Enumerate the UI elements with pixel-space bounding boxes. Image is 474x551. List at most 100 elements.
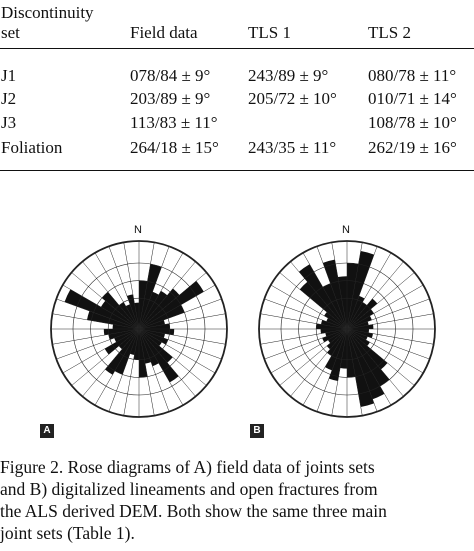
grid-spoke [123,328,140,416]
grid-spoke [94,252,140,330]
grid-spoke [138,284,216,330]
header-tls1: TLS 1 [248,23,291,42]
grid-spoke [138,261,196,330]
outer-circle [258,240,436,418]
rose-petal [322,283,347,329]
rose-petal [139,304,185,329]
grid-spoke [346,328,415,386]
grid-spoke [346,328,392,406]
grid-spoke [138,328,155,416]
north-label-a: N [134,224,142,236]
grid-spoke [82,328,140,397]
rose-petal [325,329,347,371]
panel-label-b: B [250,424,264,438]
rose-petal [100,300,139,329]
rose-petal [347,329,370,346]
grid-spoke [52,313,140,330]
grid-spoke [270,328,348,374]
rose-petal [347,298,378,329]
header-rule [0,48,474,49]
grid-spoke [331,242,348,330]
grid-spoke [346,328,424,374]
rose-petal [139,290,168,329]
grid-spoke [138,242,155,330]
row-tls2: 108/78 ± 10° [368,113,457,132]
grid-spoke [71,272,140,330]
rose-petal [347,251,375,329]
grid-spoke [346,298,430,330]
bottom-rule [0,170,474,171]
rose-petal [347,329,388,370]
grid-spoke [138,328,196,397]
rose-petal [347,295,365,329]
grid-spoke [331,328,348,416]
grid-spoke [56,298,140,330]
row-set: J1 [1,66,17,85]
grid-spoke [123,242,140,330]
rose-petal [347,329,385,400]
row-tls1: 243/89 ± 9° [248,66,329,85]
grid-spoke [138,272,207,330]
rose-petal [64,289,139,329]
row-field: 203/89 ± 9° [130,89,211,108]
row-tls1: 243/35 ± 11° [248,138,337,157]
row-set: J2 [1,89,17,108]
rose-petal [139,329,168,345]
caption-line: the ALS derived DEM. Both show the same … [0,501,387,521]
header-discontinuity: Discontinuity [1,3,94,22]
rose-petal [118,329,139,350]
rose-petal [139,329,173,363]
grid-spoke [82,261,140,330]
north-label-b: N [342,224,350,236]
grid-spoke [346,328,404,397]
rose-petal [119,302,139,329]
grid-spoke [316,328,348,412]
grid-spoke [138,298,222,330]
rose-petal [322,259,347,329]
rose-petal [139,288,180,329]
rose-petal [139,280,204,329]
grid-spoke [56,328,140,360]
grid-spoke [279,328,348,386]
rose-diagram-figure: N N A B [36,224,436,442]
rose-petal [105,329,139,375]
rose-petal [298,264,347,329]
grid-spoke [279,272,348,330]
grid-spoke [138,246,170,330]
row-set: Foliation [1,138,63,157]
row-tls2: 080/78 ± 11° [368,66,457,85]
caption-line: Figure 2. Rose diagrams of A) field data… [0,457,375,477]
grid-spoke [290,328,348,397]
rose-petal [347,309,374,329]
grid-spoke [138,328,226,345]
rose-petal [139,329,159,367]
grid-spoke [108,246,140,330]
header-tls2: TLS 2 [368,23,411,42]
row-tls2: 262/19 ± 16° [368,138,457,157]
grid-spoke [138,328,216,374]
grid-spoke [138,252,184,330]
grid-spoke [290,261,348,330]
rose-petal [101,291,139,329]
grid-spoke [346,328,434,345]
rose-petal [326,329,347,350]
rose-petal [139,264,162,329]
grid-spoke [346,242,363,330]
caption-line: and B) digitalized lineaments and open f… [0,479,378,499]
grid-spoke [346,246,378,330]
grid-spoke [62,328,140,374]
grid-spoke [346,328,378,412]
rose-petal [327,329,347,344]
grid-spoke [138,328,222,360]
grid-spoke [138,328,207,386]
grid-spoke [346,261,404,330]
rose-petal [299,281,347,329]
figure-caption: Figure 2. Rose diagrams of A) field data… [0,456,470,544]
grid-spoke [62,284,140,330]
rose-petal [139,329,162,346]
grid-spoke [346,252,392,330]
rose-petal [139,329,179,383]
grid-spoke [260,313,348,330]
grid-spoke [346,328,363,416]
row-field: 264/18 ± 15° [130,138,219,157]
